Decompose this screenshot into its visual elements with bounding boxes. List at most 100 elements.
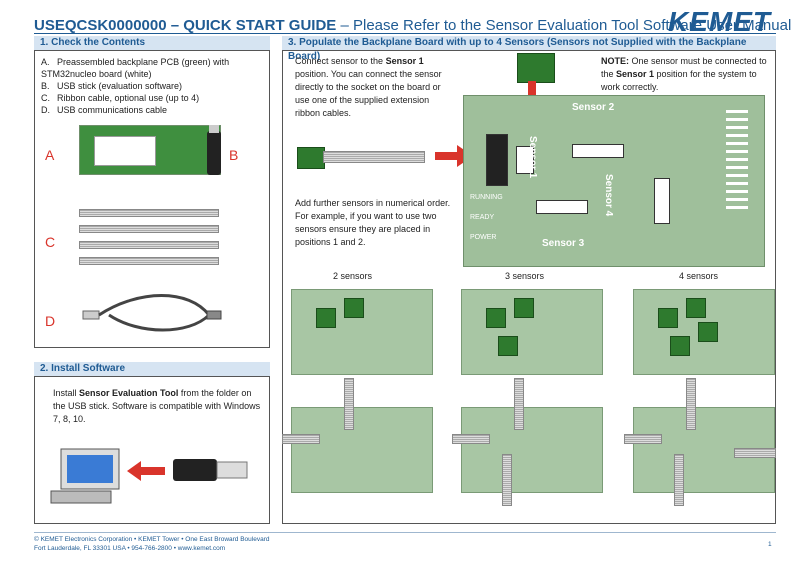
usb-connector-image: [209, 125, 219, 133]
backplane-board-diagram: Sensor 1 Sensor 2 Sensor 4 Sensor 3 RUNN…: [463, 95, 765, 267]
label-power: POWER: [470, 234, 497, 241]
install-text-bold: Sensor Evaluation Tool: [79, 388, 179, 398]
ribbon-cable-image: [502, 454, 512, 506]
list-item: D. USB communications cable: [41, 104, 261, 116]
ribbon-cable-image: [344, 378, 354, 430]
item-key: A.: [41, 57, 50, 67]
note-bold: Sensor 1: [616, 69, 655, 79]
label-sensor-2: Sensor 2: [572, 102, 615, 113]
label-c: C: [45, 234, 56, 250]
column-label-2-sensors: 2 sensors: [333, 271, 373, 281]
title-rest: – Please Refer to the Sensor Evaluation …: [336, 17, 792, 34]
sensor2-connector-image: [572, 144, 624, 158]
install-text-post: from the folder on the USB stick. Softwa…: [53, 388, 261, 424]
item-text: USB stick (evaluation software): [57, 81, 183, 91]
ribbon-cable-image: [79, 241, 219, 249]
populate-box: Connect sensor to the Sensor 1 position.…: [282, 50, 776, 524]
mounted-sensor-image: [670, 336, 690, 356]
install-text-pre: Install: [53, 388, 80, 398]
label-a: A: [45, 147, 55, 163]
install-illustration: [50, 448, 248, 504]
note-post: position for the system to work correctl…: [601, 69, 757, 92]
cable-mount-board-4-sensors: [624, 378, 776, 506]
sensor1-socket-image: [486, 134, 508, 186]
usb-stick-image: [207, 125, 221, 175]
label-running: RUNNING: [470, 194, 503, 201]
ribbon-cable-image: [79, 257, 219, 265]
label-sensor-4: Sensor 4: [603, 174, 614, 217]
list-item: C. Ribbon cable, optional use (up to 4): [41, 92, 261, 104]
note-label: NOTE:: [601, 56, 629, 66]
item-text: Ribbon cable, optional use (up to 4): [57, 93, 200, 103]
ribbon-cable-image: [686, 378, 696, 430]
column-label-4-sensors: 4 sensors: [679, 271, 719, 281]
mounted-sensor-image: [686, 298, 706, 318]
section-header-populate: 3. Populate the Backplane Board with up …: [282, 36, 776, 62]
title-bold: USEQCSK0000000 – QUICK START GUIDE: [34, 17, 337, 34]
header-connector-image: [516, 146, 534, 174]
note-pre: One sensor must be connected to the: [601, 56, 767, 79]
item-text: Preassembled backplane PCB (green) with …: [41, 57, 230, 79]
mounted-sensor-image: [486, 308, 506, 328]
section-header-contents: 1. Check the Contents: [34, 36, 270, 50]
ribbon-cable-image: [624, 434, 662, 444]
nucleo-board-image: [94, 136, 156, 166]
label-ready: READY: [470, 214, 495, 221]
mounted-sensor-image: [514, 298, 534, 318]
column-label-3-sensors: 3 sensors: [505, 271, 545, 281]
kemet-logo: KEMET: [668, 6, 771, 37]
label-sensor-1: Sensor 1: [527, 136, 538, 179]
mounted-sensor-image: [344, 298, 364, 318]
direct-mount-board-3-sensors: [461, 289, 603, 375]
sensor3-connector-image: [536, 200, 588, 214]
direct-mount-board-2-sensors: [291, 289, 433, 375]
cable-mount-board-3-sensors: [452, 378, 603, 506]
contents-box: A.Preassembled backplane PCB (green) wit…: [34, 50, 270, 348]
pin-header-image: [726, 110, 748, 210]
footer-line-1: © KEMET Electronics Corporation • KEMET …: [34, 536, 270, 543]
mounted-sensor-image: [658, 308, 678, 328]
label-b: B: [229, 147, 239, 163]
ribbon-cable-image: [79, 209, 219, 217]
item-key: B.: [41, 81, 50, 91]
sensor-module-image: [297, 147, 325, 169]
ribbon-cable-image: [452, 434, 490, 444]
sensor-module-image: [517, 53, 555, 83]
ribbon-cable-image: [79, 225, 219, 233]
install-text: Install Sensor Evaluation Tool from the …: [53, 387, 263, 426]
mounted-sensor-image: [316, 308, 336, 328]
item-key: C.: [41, 93, 50, 103]
cable-mount-board-2-sensors: [282, 378, 433, 493]
list-item: A.Preassembled backplane PCB (green) wit…: [41, 56, 261, 80]
install-box: Install Sensor Evaluation Tool from the …: [34, 376, 270, 524]
sensor4-connector-image: [654, 178, 670, 224]
footer-rule: [34, 532, 776, 533]
title-rule: [34, 33, 776, 34]
extension-cable-image: [323, 151, 425, 163]
backplane-pcb-image: [79, 125, 221, 175]
note-text: NOTE: One sensor must be connected to th…: [601, 55, 773, 94]
add-sensors-text: Add further sensors in numerical order. …: [295, 198, 451, 247]
item-text: USB communications cable: [57, 105, 168, 115]
mounted-sensor-image: [498, 336, 518, 356]
label-sensor-3: Sensor 3: [542, 238, 585, 249]
connect-bold: Sensor 1: [385, 56, 424, 66]
mounted-sensor-image: [698, 322, 718, 342]
item-key: D.: [41, 105, 50, 115]
ribbon-cable-image: [282, 434, 320, 444]
section-header-install: 2. Install Software: [34, 362, 270, 376]
direct-mount-board-4-sensors: [633, 289, 775, 375]
connect-text: Connect sensor to the Sensor 1 position.…: [295, 55, 445, 120]
page-title: USEQCSK0000000 – QUICK START GUIDE – Ple…: [34, 17, 791, 34]
connect-pre: Connect sensor to the: [295, 56, 386, 66]
usb-cable-image: [82, 294, 222, 332]
ribbon-cable-image: [674, 454, 684, 506]
ribbon-cable-image: [514, 378, 524, 430]
connect-post: position. You can connect the sensor dir…: [295, 69, 442, 118]
contents-list: A.Preassembled backplane PCB (green) wit…: [41, 56, 261, 116]
footer-address: © KEMET Electronics Corporation • KEMET …: [34, 535, 270, 553]
list-item: B. USB stick (evaluation software): [41, 80, 261, 92]
footer-line-2: Fort Lauderdale, FL 33301 USA • 954-766-…: [34, 545, 226, 552]
ribbon-cable-image: [734, 448, 776, 458]
page-number: 1: [768, 541, 772, 548]
